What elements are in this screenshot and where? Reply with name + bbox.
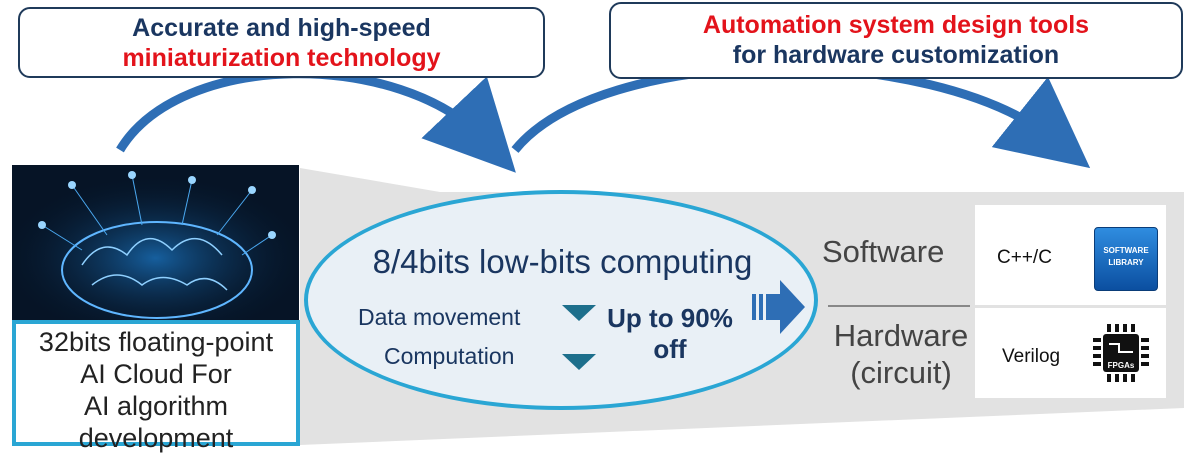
computation-label: Computation xyxy=(384,343,515,369)
fpga-icon-text: FPGAs xyxy=(1108,361,1135,370)
curved-arrow-left xyxy=(116,69,516,173)
center-title: 8/4bits low-bits computing xyxy=(372,243,753,280)
brain-image xyxy=(12,165,299,320)
left-line-2: AI Cloud For xyxy=(80,359,232,389)
top-left-box: Accurate and high-speed miniaturization … xyxy=(18,7,545,78)
hardware-line1: Hardware xyxy=(833,318,969,353)
result-line2: off xyxy=(653,334,687,364)
top-right-box: Automation system design tools for hardw… xyxy=(609,2,1183,79)
brain-network-icon xyxy=(12,165,299,320)
hardware-lang: Verilog xyxy=(1002,346,1061,367)
result-text: Up to 90% off xyxy=(600,303,740,365)
hardware-label: Hardware (circuit) xyxy=(826,317,976,391)
center-ellipse xyxy=(304,190,818,410)
left-line-4: development xyxy=(78,423,234,453)
down-triangle-icon xyxy=(562,305,596,321)
software-lang: C++/C xyxy=(997,247,1052,268)
data-movement-label: Data movement xyxy=(358,304,521,330)
left-line-1: 32bits floating-point xyxy=(38,327,274,357)
top-right-line1: Automation system design tools xyxy=(702,11,1090,39)
left-text-box: 32bits floating-point AI Cloud For AI al… xyxy=(12,320,300,453)
software-icon-text-1: SOFTWARE xyxy=(1103,246,1149,255)
divider xyxy=(828,305,970,307)
down-triangle-icon xyxy=(562,354,596,370)
right-arrow-icon xyxy=(752,280,805,334)
software-card: C++/C SOFTWARE LIBRARY xyxy=(975,205,1166,305)
software-library-icon: SOFTWARE LIBRARY xyxy=(1094,227,1158,291)
curved-arrow-right xyxy=(511,63,1091,169)
top-left-line2: miniaturization technology xyxy=(122,44,441,72)
top-right-line2: for hardware customization xyxy=(732,41,1060,69)
hardware-card: Verilog FPGAs xyxy=(975,308,1166,398)
fpga-chip-icon: FPGAs xyxy=(1093,324,1149,382)
software-label: Software xyxy=(822,234,945,269)
result-line1: Up to 90% xyxy=(607,303,733,333)
left-line-3: AI algorithm xyxy=(83,391,229,421)
top-left-line1: Accurate and high-speed xyxy=(132,14,431,42)
software-icon-text-2: LIBRARY xyxy=(1108,258,1144,267)
hardware-line2: (circuit) xyxy=(850,355,952,390)
